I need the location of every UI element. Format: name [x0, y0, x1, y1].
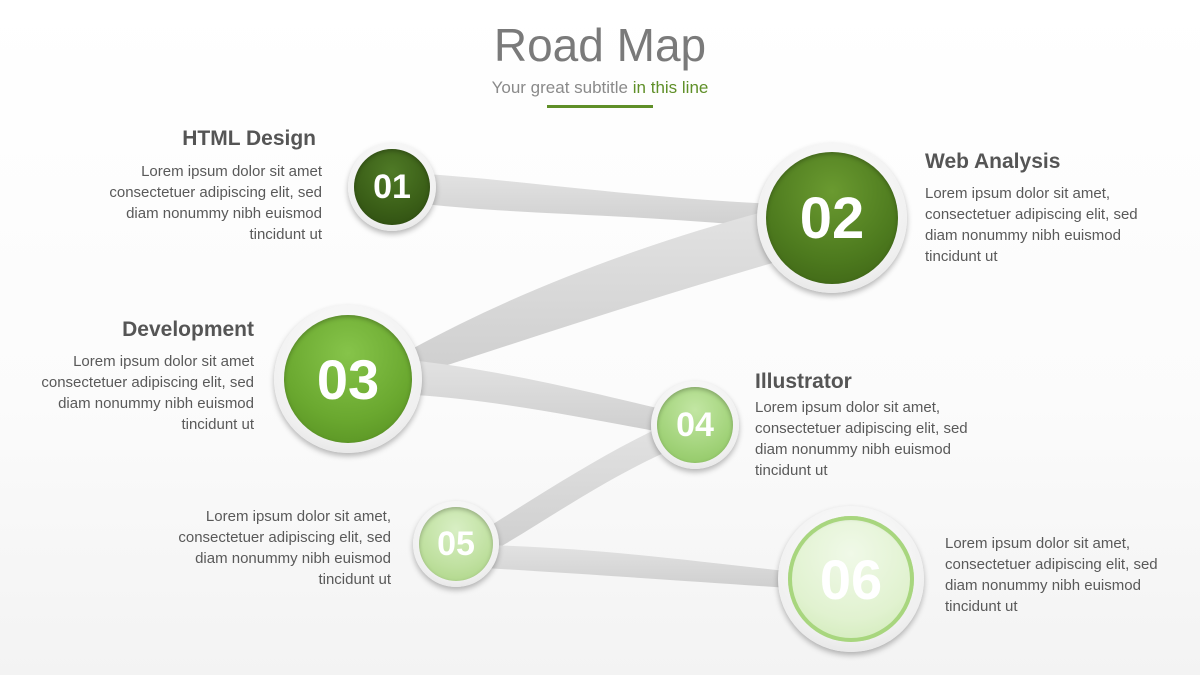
step-02-text: Lorem ipsum dolor sit amet, consectetuer…: [925, 185, 1138, 265]
step-04-heading: Illustrator: [755, 370, 852, 393]
connector-05-06: [485, 545, 795, 588]
step-02-circle: 02: [757, 143, 907, 293]
step-01-heading: HTML Design: [182, 127, 316, 150]
step-01-number: 01: [354, 149, 430, 225]
step-04-circle: 04: [651, 381, 739, 469]
step-05-circle: 05: [413, 501, 499, 587]
title-underline: [547, 105, 653, 108]
page-title: Road Map: [493, 19, 707, 71]
subtitle-accent: in this line: [632, 78, 709, 97]
connector-04-05: [480, 425, 682, 550]
step-04-number: 04: [657, 387, 733, 463]
step-02-number: 02: [766, 152, 898, 284]
step-01-circle: 01: [348, 143, 436, 231]
step-01-text: Lorem ipsum dolor sit amet consectetuer …: [109, 163, 322, 243]
step-06-text: Lorem ipsum dolor sit amet, consectetuer…: [945, 535, 1158, 615]
page-subtitle: Your great subtitle in this line: [0, 76, 1200, 100]
step-03-circle: 03: [274, 305, 422, 453]
step-03-number: 03: [284, 315, 412, 443]
connector-02-03: [410, 210, 790, 374]
step-04-text: Lorem ipsum dolor sit amet, consectetuer…: [755, 399, 968, 479]
step-03-text: Lorem ipsum dolor sit amet consectetuer …: [41, 353, 254, 433]
step-06-number: 06: [788, 516, 914, 642]
connector-01-02: [425, 174, 775, 228]
step-06-circle: 06: [778, 506, 924, 652]
step-05-text: Lorem ipsum dolor sit amet, consectetuer…: [178, 508, 391, 588]
step-02-heading: Web Analysis: [925, 150, 1061, 173]
step-03-heading: Development: [122, 318, 254, 341]
subtitle-main: Your great subtitle: [491, 78, 629, 97]
connector-03-04: [410, 360, 665, 432]
step-05-number: 05: [419, 507, 493, 581]
